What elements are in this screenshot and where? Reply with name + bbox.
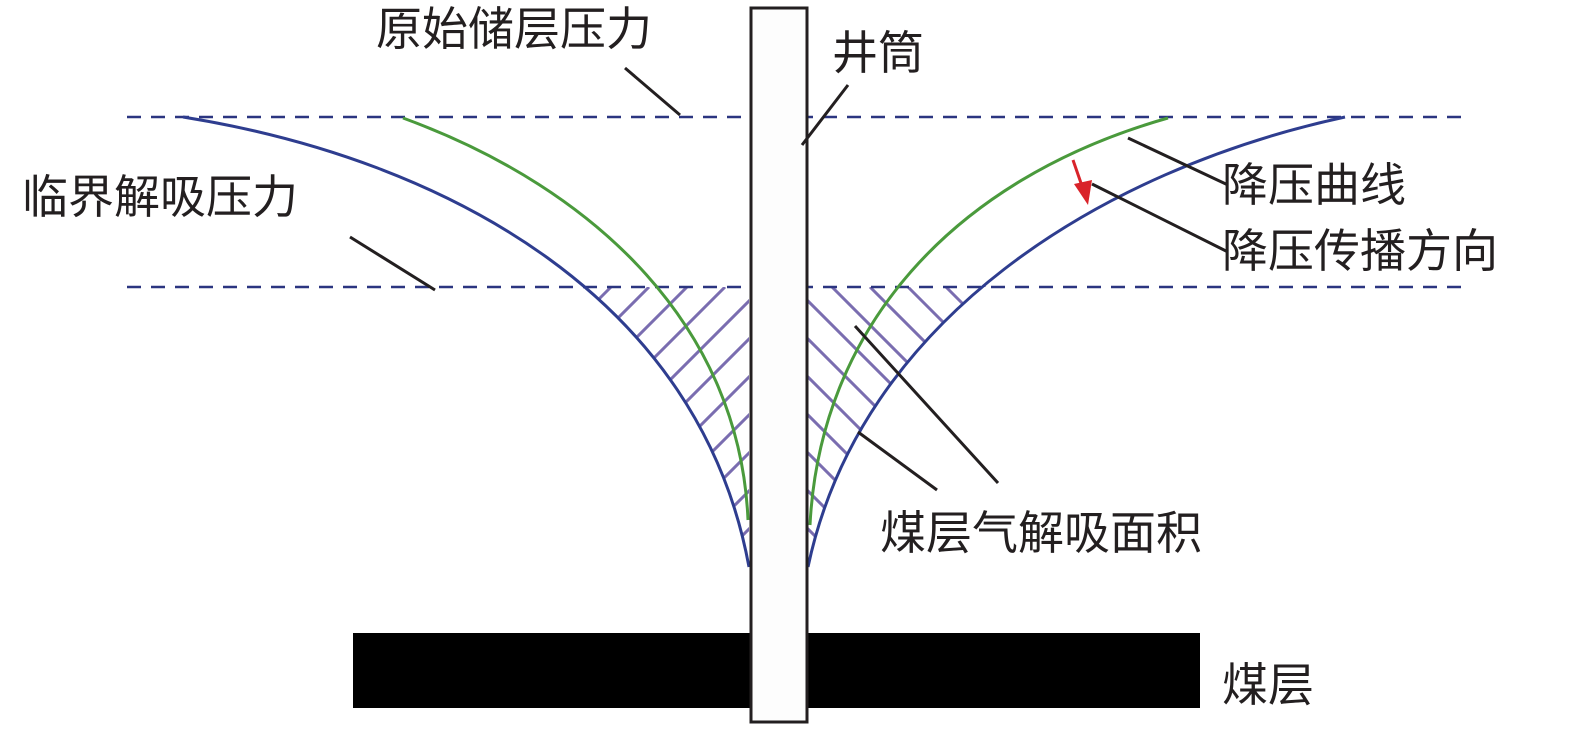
hatch-line xyxy=(364,285,651,567)
leader-desorption-area-2 xyxy=(857,430,938,492)
label-propagation-direction: 降压传播方向 xyxy=(1222,224,1498,278)
hatch-line xyxy=(288,285,575,567)
hatch-line xyxy=(478,285,749,567)
propagation-arrow-icon xyxy=(1071,159,1092,205)
label-coal-seam: 煤层 xyxy=(1222,658,1314,712)
propagation-curve-right xyxy=(806,115,1346,568)
propagation-curve-left xyxy=(182,115,751,568)
leader-desorption-area-1 xyxy=(853,324,1000,485)
leader-wellbore xyxy=(800,84,850,146)
leader-lines xyxy=(349,66,1229,492)
leader-original-pressure xyxy=(624,66,681,117)
label-wellbore: 井筒 xyxy=(832,26,924,80)
hatch-line xyxy=(326,285,613,567)
hatch-line xyxy=(402,285,689,567)
depressurization-curve-left xyxy=(402,116,750,521)
label-desorption-area: 煤层气解吸面积 xyxy=(880,506,1202,560)
leader-propagation-direction xyxy=(1091,182,1229,254)
depressurization-curve-right xyxy=(808,116,1169,526)
label-critical-pressure: 临界解吸压力 xyxy=(22,170,298,224)
leader-depressurization-curve xyxy=(1127,136,1229,187)
wellbore xyxy=(749,6,809,724)
leader-critical-pressure xyxy=(349,235,436,292)
label-original-pressure: 原始储层压力 xyxy=(376,2,652,56)
hatch-line xyxy=(440,285,727,567)
label-depressurization-curve: 降压曲线 xyxy=(1222,158,1406,212)
